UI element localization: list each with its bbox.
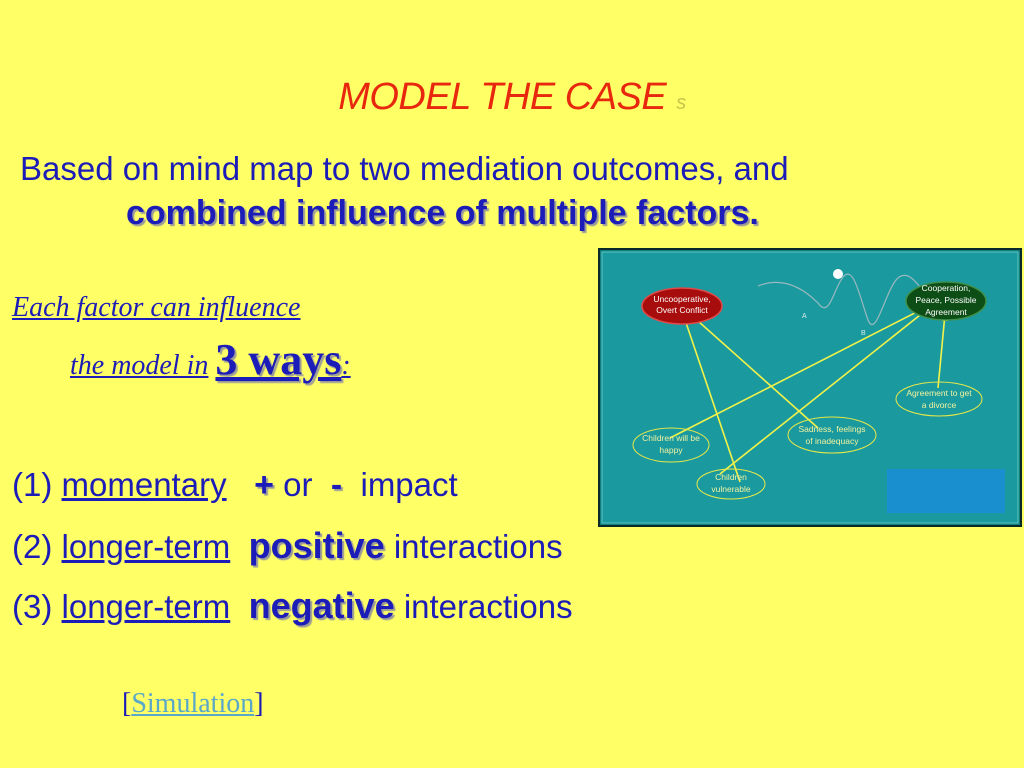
subtitle-line-1: Based on mind map to two mediation outco… <box>20 150 789 187</box>
negative-text: negative <box>248 585 395 626</box>
factor-intro-prefix: the model in <box>70 350 209 381</box>
way-positive: (2) longer-term positive interactions <box>12 525 563 567</box>
node-children-vulnerable: Children vulnerable <box>696 468 766 500</box>
svg-text:Cooperation,: Cooperation, <box>922 283 971 293</box>
node-children-happy: Children will be happy <box>632 427 710 463</box>
way-number: (3) <box>12 588 53 625</box>
way-number: (2) <box>12 528 53 565</box>
svg-text:Uncooperative,: Uncooperative, <box>653 294 710 304</box>
factor-intro-colon: : <box>341 350 351 381</box>
title-suffix: s <box>676 92 686 114</box>
way-negative: (3) longer-term negative interactions <box>12 585 573 627</box>
factor-intro-line-1: Each factor can influence <box>12 292 301 323</box>
minus-sign: - <box>330 466 343 504</box>
way-term: longer-term <box>61 588 231 625</box>
svg-text:of inadequacy: of inadequacy <box>806 436 860 446</box>
svg-text:Agreement: Agreement <box>925 307 967 317</box>
node-uncooperative: Uncooperative, Overt Conflict <box>641 287 723 325</box>
svg-text:happy: happy <box>659 445 683 455</box>
way-term: momentary <box>61 466 227 503</box>
info-box <box>887 469 1005 513</box>
mind-map-diagram: A B Uncooperative, Overt Conflict Cooper… <box>598 248 1022 527</box>
way-term: longer-term <box>61 528 231 565</box>
node-sadness: Sadness, feelings of inadequacy <box>787 416 877 454</box>
simulation-link-group: [Simulation] <box>122 688 264 720</box>
plus-sign: + <box>254 466 274 504</box>
way-number: (1) <box>12 466 53 503</box>
title-text: MODEL THE CASE <box>338 76 667 118</box>
svg-text:Agreement to get: Agreement to get <box>906 388 972 398</box>
bracket-close: ] <box>254 688 264 719</box>
wave-label-b: B <box>861 330 866 337</box>
influence-arrows <box>669 295 947 483</box>
simulation-link[interactable]: Simulation <box>131 688 255 719</box>
svg-text:Overt Conflict: Overt Conflict <box>656 305 708 315</box>
svg-text:Peace, Possible: Peace, Possible <box>916 295 977 305</box>
svg-text:vulnerable: vulnerable <box>711 484 750 494</box>
way-tail: interactions <box>403 588 573 625</box>
wave-curve <box>757 273 925 325</box>
ball-marker <box>833 269 843 279</box>
svg-text:Children: Children <box>715 472 747 482</box>
bracket-open: [ <box>122 688 132 719</box>
way-momentary: (1) momentary + or - impact <box>12 466 458 505</box>
way-tail: interactions <box>393 528 563 565</box>
node-cooperation: Cooperation, Peace, Possible Agreement <box>905 281 987 321</box>
three-ways-text: 3 ways <box>215 335 342 384</box>
svg-text:Sadness, feelings: Sadness, feelings <box>798 424 865 434</box>
factor-intro-line-2: the model in 3 ways: <box>70 334 351 385</box>
way-tail: impact <box>360 466 458 503</box>
node-divorce: Agreement to get a divorce <box>895 381 983 417</box>
positive-text: positive <box>248 525 385 566</box>
subtitle-line-2: combined influence of multiple factors. <box>126 194 759 232</box>
page-title: MODEL THE CASE s <box>0 76 1024 119</box>
or-text: or <box>283 466 313 503</box>
wave-label-a: A <box>802 313 807 320</box>
svg-text:Children will be: Children will be <box>642 433 700 443</box>
svg-text:a divorce: a divorce <box>922 400 957 410</box>
